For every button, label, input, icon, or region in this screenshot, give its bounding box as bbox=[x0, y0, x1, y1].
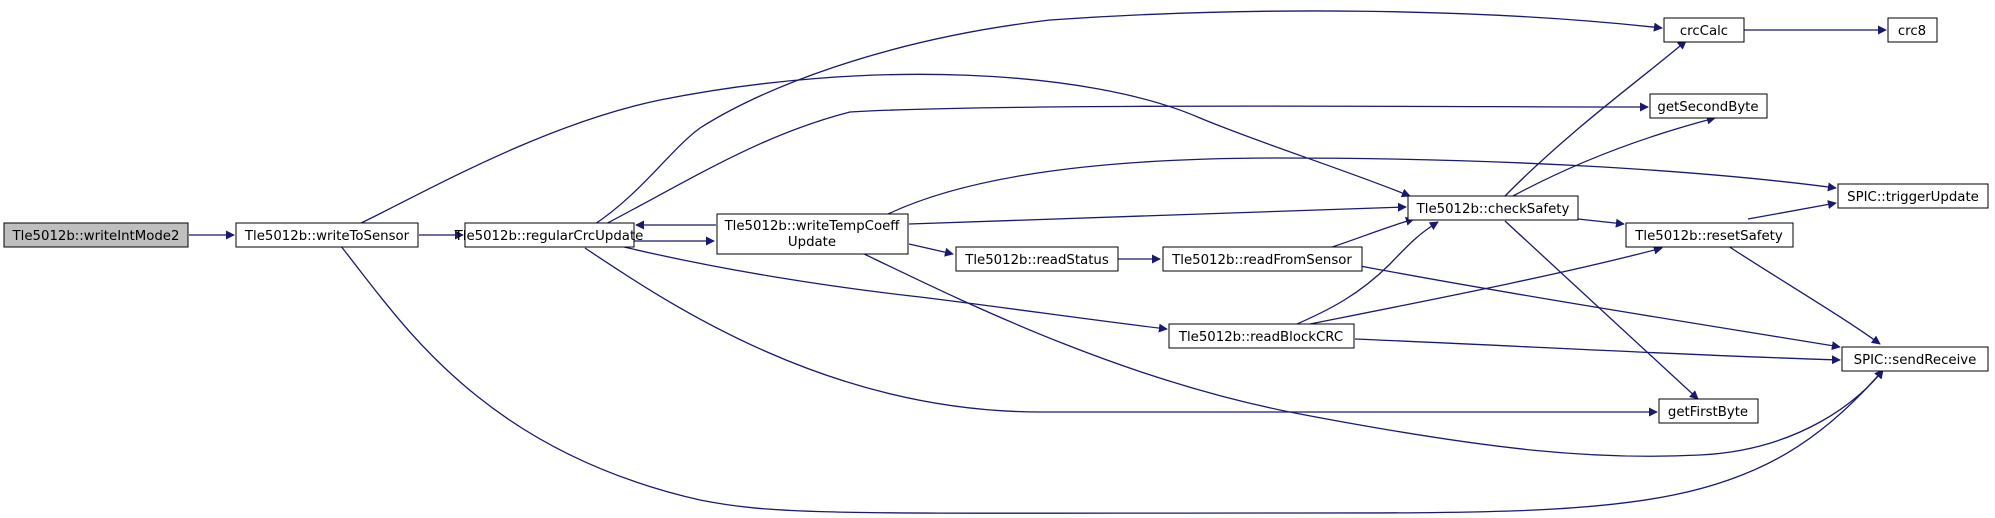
node-triggerupdate[interactable]: SPIC::triggerUpdate bbox=[1837, 183, 1989, 209]
node-label: SPIC::triggerUpdate bbox=[1847, 190, 1979, 205]
node-writetosensor[interactable]: Tle5012b::writeToSensor bbox=[235, 222, 419, 248]
edge-resetsafety-triggerupdate bbox=[1747, 200, 1837, 220]
node-writeintmode2[interactable]: Tle5012b::writeIntMode2 bbox=[3, 222, 189, 248]
edge-resetsafety-sendreceive bbox=[1724, 243, 1881, 345]
node-crccalc[interactable]: crcCalc bbox=[1663, 17, 1745, 43]
edges bbox=[189, 10, 1887, 514]
node-resetsafety[interactable]: Tle5012b::resetSafety bbox=[1625, 222, 1794, 248]
node-crc8[interactable]: crc8 bbox=[1887, 17, 1938, 43]
edge-readfromsensor-sendreceive bbox=[1359, 265, 1841, 351]
edge-writetosensor-checksafety bbox=[354, 73, 1411, 227]
edge-writetosensor-sendreceive bbox=[339, 244, 1884, 514]
node-writetempcoeffupdate[interactable]: Tle5012b::writeTempCoeff Update bbox=[716, 213, 909, 255]
edge-writetempcoeff-readstatus bbox=[908, 243, 954, 257]
edge-readblockcrc-sendreceive bbox=[1354, 338, 1841, 365]
node-label: getFirstByte bbox=[1668, 405, 1748, 420]
edge-regularcrcupdate-readblockcrc bbox=[619, 245, 1168, 333]
node-readfromsensor[interactable]: Tle5012b::readFromSensor bbox=[1162, 246, 1363, 272]
edge-writetempcoeff-sendreceive bbox=[859, 251, 1884, 457]
node-readstatus[interactable]: Tle5012b::readStatus bbox=[955, 246, 1119, 272]
edge-checksafety-getsecondbyte bbox=[1512, 115, 1716, 197]
node-getfirstbyte[interactable]: getFirstByte bbox=[1658, 398, 1759, 424]
edge-writetempcoeff-checksafety bbox=[908, 202, 1407, 225]
edge-checksafety-crccalc bbox=[1504, 40, 1687, 197]
node-sendreceive[interactable]: SPIC::sendReceive bbox=[1841, 346, 1989, 372]
node-readblockcrc[interactable]: Tle5012b::readBlockCRC bbox=[1168, 323, 1355, 349]
node-label: Tle5012b::resetSafety bbox=[1634, 229, 1783, 244]
node-label: Tle5012b::readBlockCRC bbox=[1178, 330, 1343, 345]
node-label: SPIC::sendReceive bbox=[1854, 353, 1977, 368]
node-label: Tle5012b::readStatus bbox=[964, 253, 1109, 268]
edge-checksafety-getfirstbyte bbox=[1504, 220, 1699, 400]
node-label: crcCalc bbox=[1680, 24, 1728, 39]
edge-readfromsensor-checksafety bbox=[1319, 216, 1415, 252]
edge-writetempcoeff-triggerupdate bbox=[887, 157, 1837, 215]
edge-regularcrcupdate-crccalc bbox=[591, 10, 1663, 227]
edge-regularcrcupdate-getfirstbyte bbox=[584, 247, 1658, 417]
node-label: Tle5012b::writeIntMode2 bbox=[12, 229, 180, 244]
node-checksafety[interactable]: Tle5012b::checkSafety bbox=[1407, 195, 1579, 221]
edge-regularcrcupdate-getsecondbyte bbox=[599, 102, 1649, 228]
node-label: Tle5012b::readFromSensor bbox=[1171, 253, 1352, 268]
node-label-line1: Tle5012b::writeTempCoeff bbox=[724, 219, 901, 234]
node-getsecondbyte[interactable]: getSecondByte bbox=[1649, 93, 1768, 119]
edge-checksafety-resetsafety bbox=[1577, 218, 1625, 228]
node-label: getSecondByte bbox=[1657, 100, 1758, 115]
node-label: Tle5012b::regularCrcUpdate bbox=[454, 229, 644, 244]
node-regularcrcupdate[interactable]: Tle5012b::regularCrcUpdate bbox=[454, 222, 644, 248]
node-label: crc8 bbox=[1898, 24, 1926, 39]
node-label: Tle5012b::writeToSensor bbox=[244, 229, 410, 244]
edge-readblockcrc-checksafety bbox=[1289, 221, 1439, 328]
node-label: Tle5012b::checkSafety bbox=[1416, 202, 1570, 217]
edge-readblockcrc-resetsafety bbox=[1299, 245, 1663, 327]
node-label-line2: Update bbox=[788, 235, 836, 250]
